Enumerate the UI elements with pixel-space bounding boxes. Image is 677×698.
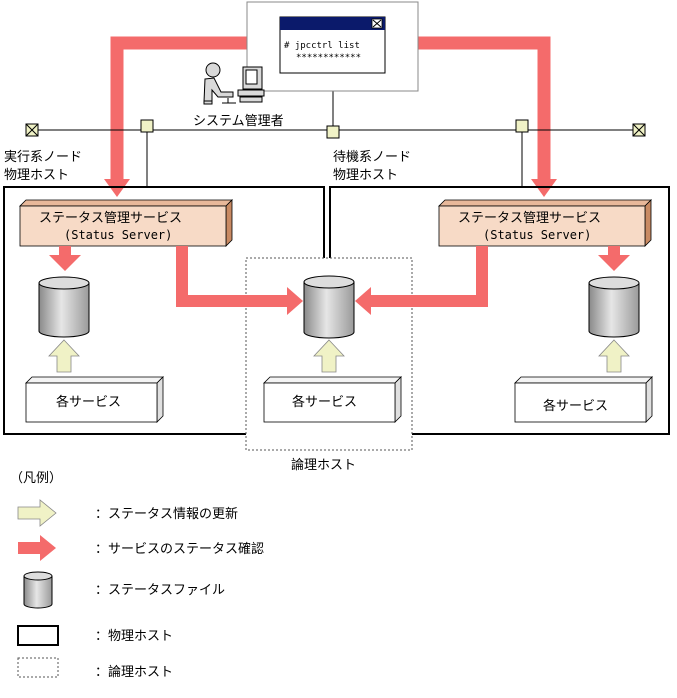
status-service-right-sub: (Status Server) <box>483 228 591 242</box>
status-file-right-icon <box>588 276 640 338</box>
legend-cylinder-icon <box>23 571 53 609</box>
each-service-right: 各サービス <box>514 376 653 423</box>
logical-host-label: 論理ホスト <box>291 457 356 473</box>
status-service-left-name: ステータス管理サービス <box>39 211 182 226</box>
computer-icon <box>237 66 265 103</box>
status-service-left: ステータス管理サービス (Status Server) <box>19 199 233 247</box>
standby-host-label: 物理ホスト <box>333 168 398 183</box>
each-service-left-label: 各サービス <box>56 394 121 410</box>
legend-item-update: ：ステータス情報の更新 <box>95 506 238 522</box>
legend-item-physical-host: ：物理ホスト <box>95 629 173 644</box>
legend-item-status-file: ：ステータスファイル <box>95 583 225 598</box>
status-service-left-sub: (Status Server) <box>64 228 172 242</box>
legend-yellow-arrow-icon <box>17 499 57 527</box>
legend-item-logical-host: ：論理ホスト <box>95 664 173 680</box>
terminator-left-icon <box>25 123 39 137</box>
each-service-left: 各サービス <box>25 376 164 423</box>
terminator-right-icon <box>632 123 646 137</box>
terminal-window: # jpcctrl list ************ <box>279 16 386 74</box>
each-service-logical: 各サービス <box>263 376 402 423</box>
red-arrow-left-service-to-logical-file <box>176 246 303 315</box>
yellow-arrow-right <box>598 339 630 373</box>
network-port-right <box>515 119 529 133</box>
red-arrow-left-service-to-file <box>49 246 81 271</box>
status-file-logical-icon <box>303 275 355 339</box>
network-port-center <box>326 125 340 139</box>
legend-title: （凡例） <box>10 471 62 486</box>
admin-user-icon <box>203 62 236 105</box>
each-service-right-label: 各サービス <box>543 398 608 414</box>
status-service-right: ステータス管理サービス (Status Server) <box>438 199 652 247</box>
status-file-left-icon <box>38 276 90 338</box>
red-arrow-right-service-to-file <box>598 246 630 271</box>
admin-label: システム管理者 <box>193 114 284 129</box>
active-node-label: 実行系ノード <box>4 149 82 165</box>
active-host-label: 物理ホスト <box>4 168 69 183</box>
red-arrow-terminal-to-right-service <box>418 36 557 197</box>
status-service-right-name: ステータス管理サービス <box>458 211 601 226</box>
terminal-command: # jpcctrl list <box>284 41 360 51</box>
terminal-output: ************ <box>296 53 361 63</box>
legend-dotted-box-icon <box>17 657 59 678</box>
legend-solid-box-icon <box>17 625 59 646</box>
standby-node-label: 待機系ノード <box>333 150 411 165</box>
network-port-left <box>140 119 154 133</box>
yellow-arrow-left <box>48 339 80 373</box>
legend-red-arrow-icon <box>18 535 56 561</box>
close-icon <box>371 18 383 29</box>
legend-item-check: ：サービスのステータス確認 <box>95 541 264 557</box>
each-service-logical-label: 各サービス <box>292 394 357 410</box>
yellow-arrow-center <box>313 339 345 373</box>
terminal-panel: # jpcctrl list ************ <box>246 1 419 92</box>
red-arrow-right-service-to-logical-file <box>355 246 488 315</box>
